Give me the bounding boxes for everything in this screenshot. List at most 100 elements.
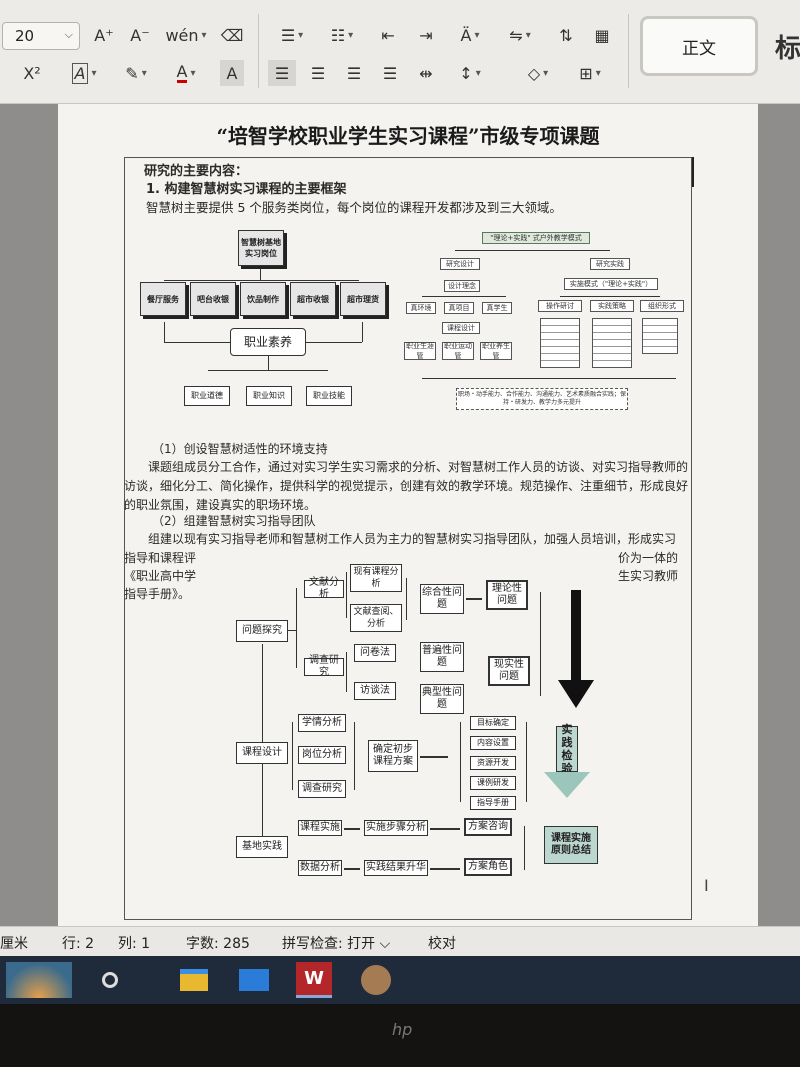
status-words[interactable]: 字数: 285 [186, 936, 250, 952]
flow-node: 方案角色 [464, 858, 512, 876]
status-unit: 厘米 [0, 936, 28, 952]
connector [164, 280, 359, 281]
connector [292, 722, 293, 790]
connector [262, 644, 263, 836]
align-right-icon[interactable]: ☰ [346, 63, 362, 83]
justify-icon[interactable]: ☰ [382, 63, 398, 83]
wps-office-icon[interactable]: W [296, 962, 332, 998]
superscript-icon[interactable]: X² [23, 63, 41, 83]
doc-title: “培智学校职业学生实习课程”市级专项课题 [216, 124, 600, 148]
pinyin-label: wén [165, 25, 199, 45]
align-left-icon[interactable]: ☰ [268, 60, 296, 86]
connector [560, 296, 660, 297]
model-course: 课程设计 [442, 322, 480, 334]
proofread-button[interactable]: 校对 [428, 936, 456, 952]
bullet-list-icon[interactable]: ☰▾ [280, 25, 304, 45]
style-next-button[interactable]: 标 [775, 34, 800, 64]
ibeam-cursor-icon: I [704, 876, 709, 895]
connector [362, 322, 363, 342]
flow-node: 文献查阅、分析 [350, 604, 402, 632]
increase-indent-icon[interactable]: ⇥ [419, 25, 433, 45]
model-l4: 组织形式 [640, 300, 684, 312]
plan-item: 资源开发 [470, 756, 516, 770]
flow-stage: 问题探究 [236, 620, 288, 642]
line-spacing-icon[interactable]: ↕▾ [459, 63, 481, 83]
table-icon[interactable]: ▦ [594, 25, 610, 45]
model-summary: 职场・动手能力、合作能力、沟通能力、艺术素质融合实践；保持・研发力、教学力多元提… [456, 388, 628, 410]
app-avatar-icon[interactable] [358, 962, 394, 998]
connector [524, 826, 525, 870]
connector [288, 630, 296, 631]
char-shading-icon[interactable]: A [220, 60, 244, 86]
weather-widget-icon[interactable] [6, 962, 72, 998]
font-color-glyph: A [176, 61, 188, 83]
diagram-root: 智慧树基地实习岗位 [238, 230, 284, 266]
area-node: 职业技能 [306, 386, 352, 406]
connector [296, 588, 297, 668]
flow-node: 现有课程分析 [350, 564, 402, 592]
distribute-icon[interactable]: ⇹ [419, 63, 433, 83]
mail-icon[interactable] [236, 962, 272, 998]
pinyin-guide-icon[interactable]: wén▾ [165, 25, 207, 45]
post-node: 吧台收银 [190, 282, 236, 316]
shading-icon[interactable]: ◇▾ [527, 63, 549, 83]
model-l4: 真项目 [444, 302, 474, 314]
para2-heading: （2）组建智慧树实习指导团队 [152, 514, 316, 528]
flow-node: 综合性问题 [420, 584, 464, 614]
post-node: 餐厅服务 [140, 282, 186, 316]
shrink-font-icon[interactable]: A⁻ [130, 25, 150, 45]
status-col: 列: 1 [118, 936, 151, 952]
highlight-icon[interactable]: ✎▾ [125, 63, 147, 83]
flow-node: 调查研究 [298, 780, 346, 798]
model-l4: 真学生 [482, 302, 512, 314]
para1-body: 课题组成员分工合作，通过对实习学生实习需求的分析、对智慧树工作人员的访谈、对实习… [124, 460, 689, 512]
numbered-list-icon[interactable]: ☷▾ [330, 25, 354, 45]
practice-column [592, 318, 632, 368]
file-explorer-icon[interactable] [176, 962, 212, 998]
font-color-icon[interactable]: A▾ [176, 61, 196, 83]
align-center-icon[interactable]: ☰ [310, 63, 326, 83]
arrow [344, 868, 360, 870]
flow-node: 方案咨询 [464, 818, 512, 836]
flow-node: 文献分析 [304, 577, 344, 600]
decrease-indent-icon[interactable]: ⇤ [381, 25, 395, 45]
para2-left1: 指导和课程评 [124, 551, 197, 565]
document-page[interactable] [58, 104, 758, 926]
area-node: 职业知识 [246, 386, 292, 406]
model-l2: 研究实践 [590, 258, 630, 270]
connector [455, 250, 610, 251]
flow-node: 数据分析 [298, 860, 342, 876]
text-frame [124, 157, 692, 920]
ribbon-divider [258, 14, 259, 88]
course-node: 职业生涯管 [404, 342, 436, 360]
connector [346, 572, 347, 618]
post-node: 饮品制作 [240, 282, 286, 316]
style-normal-button[interactable]: 正文 [640, 16, 758, 76]
model-l3: 实施模式（"理论+实践"） [564, 278, 658, 290]
flow-node: 实施步骤分析 [364, 820, 428, 836]
text-effect-icon[interactable]: A▾ [64, 60, 104, 86]
plan-item: 课例研发 [470, 776, 516, 790]
flow-node: 调查研究 [304, 655, 344, 678]
clear-format-icon[interactable]: ⌫ [220, 25, 244, 45]
sort-icon[interactable]: ⇅ [559, 25, 573, 45]
status-row: 行: 2 [62, 936, 95, 952]
line-break-icon[interactable]: ⇋▾ [509, 25, 531, 45]
model-l2: 研究设计 [440, 258, 480, 270]
border-icon[interactable]: ⊞▾ [579, 63, 601, 83]
connector [526, 722, 527, 802]
practice-column [540, 318, 580, 368]
search-circle-icon[interactable] [92, 962, 128, 998]
connector [406, 578, 407, 620]
monitor-bezel [0, 1004, 800, 1067]
grow-font-icon[interactable]: A⁺ [94, 25, 114, 45]
font-size-select[interactable]: 20⌵ [2, 22, 80, 50]
sub-heading: 1. 构建智慧树实习课程的主要框架 [146, 182, 347, 197]
connector [422, 296, 506, 297]
chevron-down-icon[interactable]: ⌵ [64, 28, 73, 41]
down-arrow-icon [571, 590, 581, 680]
spell-check-toggle[interactable]: 拼写检查: 打开 ⌵ [282, 936, 391, 952]
connector [208, 370, 328, 371]
model-l4: 真环境 [406, 302, 436, 314]
text-direction-icon[interactable]: Ä▾ [460, 25, 480, 45]
